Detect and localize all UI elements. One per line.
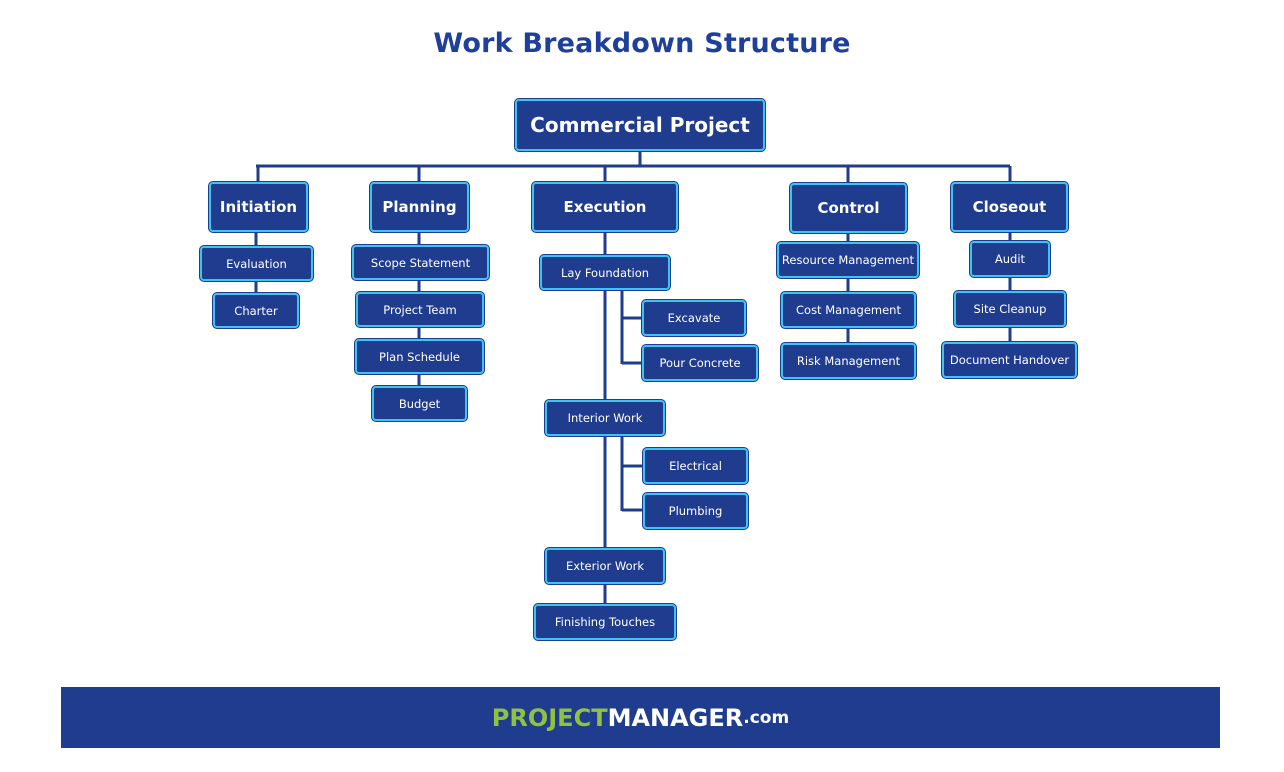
task-charter: Charter [213,293,299,328]
task-audit: Audit [970,241,1050,277]
task-resource-management: Resource Management [777,242,919,278]
task-exterior-work: Exterior Work [545,548,665,584]
task-electrical: Electrical [643,448,748,484]
task-plumbing: Plumbing [643,493,748,529]
brand-logo-suffix: .com [743,707,790,728]
task-scope-statement: Scope Statement [352,245,489,280]
phase-execution: Execution [532,182,678,232]
task-risk-management: Risk Management [781,343,916,379]
task-budget: Budget [372,386,467,421]
task-project-team: Project Team [356,292,484,327]
task-lay-foundation: Lay Foundation [540,255,670,290]
brand-logo-part2: MANAGER [607,703,744,732]
phase-initiation: Initiation [209,182,308,232]
task-excavate: Excavate [642,300,746,336]
task-cost-management: Cost Management [781,292,916,328]
root-node: Commercial Project [515,99,765,151]
task-plan-schedule: Plan Schedule [355,339,484,374]
task-site-cleanup: Site Cleanup [954,291,1066,327]
task-pour-concrete: Pour Concrete [642,345,758,381]
task-interior-work: Interior Work [545,400,665,436]
phase-planning: Planning [370,182,469,232]
brand-logo-part1: PROJECT [491,703,608,732]
phase-control: Control [790,183,907,233]
task-evaluation: Evaluation [200,246,313,281]
task-finishing-touches: Finishing Touches [534,604,676,640]
page-title: Work Breakdown Structure [433,28,851,59]
phase-closeout: Closeout [951,182,1068,232]
task-document-handover: Document Handover [942,342,1077,378]
